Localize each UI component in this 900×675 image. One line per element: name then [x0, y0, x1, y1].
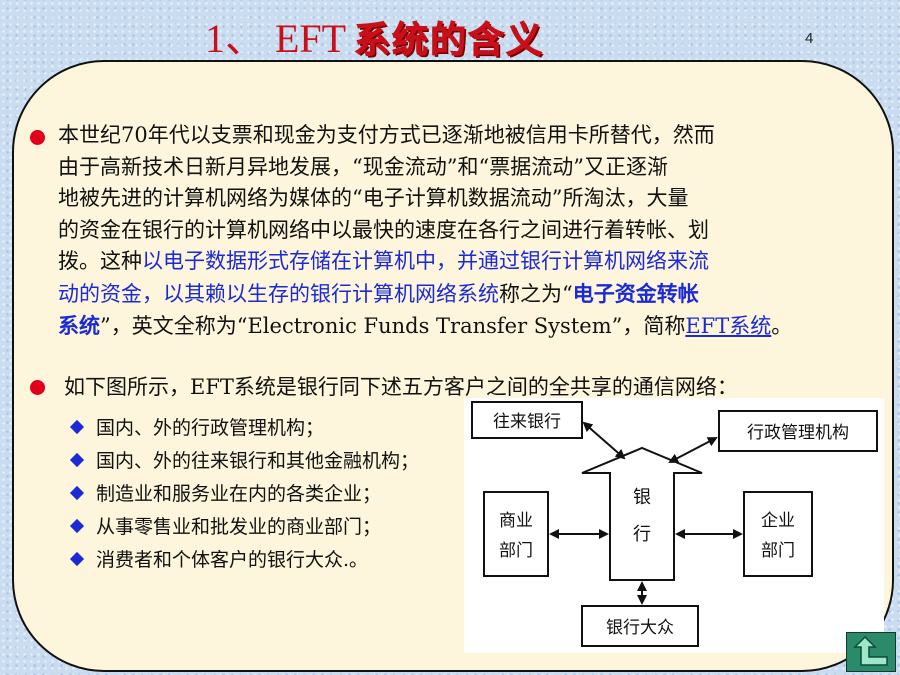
- diamond-bullet-icon: [69, 518, 85, 533]
- admin-agency-node: [718, 410, 878, 452]
- enterprise-dept-node: [743, 491, 813, 577]
- enterprise-dept-label-top: 企业: [761, 511, 795, 531]
- para-line: 的资金在银行的计算机网络中以最快的速度在各行之间进行着转帐、划: [58, 217, 709, 242]
- return-arrow-icon: [853, 635, 888, 666]
- term-highlight: 电子资金转帐: [572, 280, 699, 306]
- list-item: 制造业和服务业在内的各类企业；: [69, 476, 419, 509]
- list-item: 国内、外的行政管理机构；: [69, 410, 419, 443]
- intro-paragraph: 本世纪70年代以支票和现金为支付方式已逐渐地被信用卡所替代，然而 由于高新技术日…: [58, 120, 848, 343]
- para-text: 拨。这种: [58, 249, 142, 273]
- bank-label-bottom: 行: [633, 524, 651, 545]
- commerce-dept-label-top: 商业: [499, 511, 533, 531]
- bank-center-node: [581, 446, 703, 581]
- diamond-bullet-icon: [69, 485, 85, 500]
- para-text: 称之为“: [499, 281, 573, 306]
- title-text: 系统的含义: [354, 20, 545, 62]
- diamond-bullet-icon: [69, 551, 85, 566]
- para-line: 由于高新技术日新月异地发展，“现金流动”和“票据流动”又正逐渐: [58, 154, 668, 179]
- commerce-dept-label-bottom: 部门: [499, 541, 533, 561]
- correspondent-bank-label: 往来银行: [493, 412, 561, 432]
- slide-title: 1、 EFT 系统的含义: [205, 6, 544, 62]
- network-paragraph: 如下图所示，EFT系统是银行同下述五方客户之间的全共享的通信网络：: [64, 375, 738, 399]
- enterprise-dept-label-bottom: 部门: [761, 541, 795, 561]
- link-arrow-admin: [668, 437, 718, 463]
- para-line: 地被先进的计算机网络为媒体的“电子计算机数据流动”所淘汰，大量: [58, 186, 689, 210]
- title-number: 1、 EFT: [205, 16, 347, 61]
- para-text: 。: [771, 314, 793, 338]
- para-line: 动的资金，以其赖以生存的银行计算机网络系统称之为“电子资金转帐: [58, 278, 848, 311]
- bullet-dot-icon: [30, 380, 45, 395]
- list-item: 国内、外的往来银行和其他金融机构；: [69, 443, 419, 476]
- diamond-bullet-icon: [69, 452, 85, 467]
- commerce-dept-node: [483, 491, 549, 577]
- return-nav-button[interactable]: [846, 632, 896, 672]
- list-item: 消费者和个体客户的银行大众.。: [69, 542, 419, 575]
- eft-link[interactable]: EFT系统: [685, 314, 772, 338]
- bank-public-node: [581, 605, 699, 647]
- link-arrow-correspondent: [582, 421, 626, 460]
- term-highlight: 系统: [58, 313, 100, 338]
- diamond-bullet-icon: [69, 419, 85, 434]
- para-line: 拨。这种以电子数据形式存储在计算机中，并通过银行计算机网络来流: [58, 246, 848, 278]
- highlight-text: 动的资金，以其赖以生存的银行计算机网络系统: [58, 281, 499, 306]
- admin-agency-label: 行政管理机构: [747, 423, 849, 443]
- list-item: 从事零售业和批发业的商业部门；: [69, 509, 419, 542]
- bank-label-top: 银: [633, 487, 651, 508]
- client-list: 国内、外的行政管理机构； 国内、外的往来银行和其他金融机构； 制造业和服务业在内…: [69, 410, 419, 575]
- para-text: ”，英文全称为“Electronic Funds Transfer System…: [100, 314, 686, 338]
- para-line: 系统”，英文全称为“Electronic Funds Transfer Syst…: [58, 310, 848, 343]
- eft-network-diagram: 银 行 往来银行 行政管理机构 商业 部门 企业 部门 银行大众: [464, 398, 884, 653]
- bullet-dot-icon: [30, 130, 45, 145]
- para-line: 本世纪70年代以支票和现金为支付方式已逐渐地被信用卡所替代，然而: [58, 123, 715, 147]
- highlight-text: 以电子数据形式存储在计算机中，并通过银行计算机网络来流: [142, 249, 709, 273]
- bank-public-label: 银行大众: [606, 618, 674, 638]
- page-number: 4: [805, 30, 814, 47]
- correspondent-bank-node: [471, 401, 583, 439]
